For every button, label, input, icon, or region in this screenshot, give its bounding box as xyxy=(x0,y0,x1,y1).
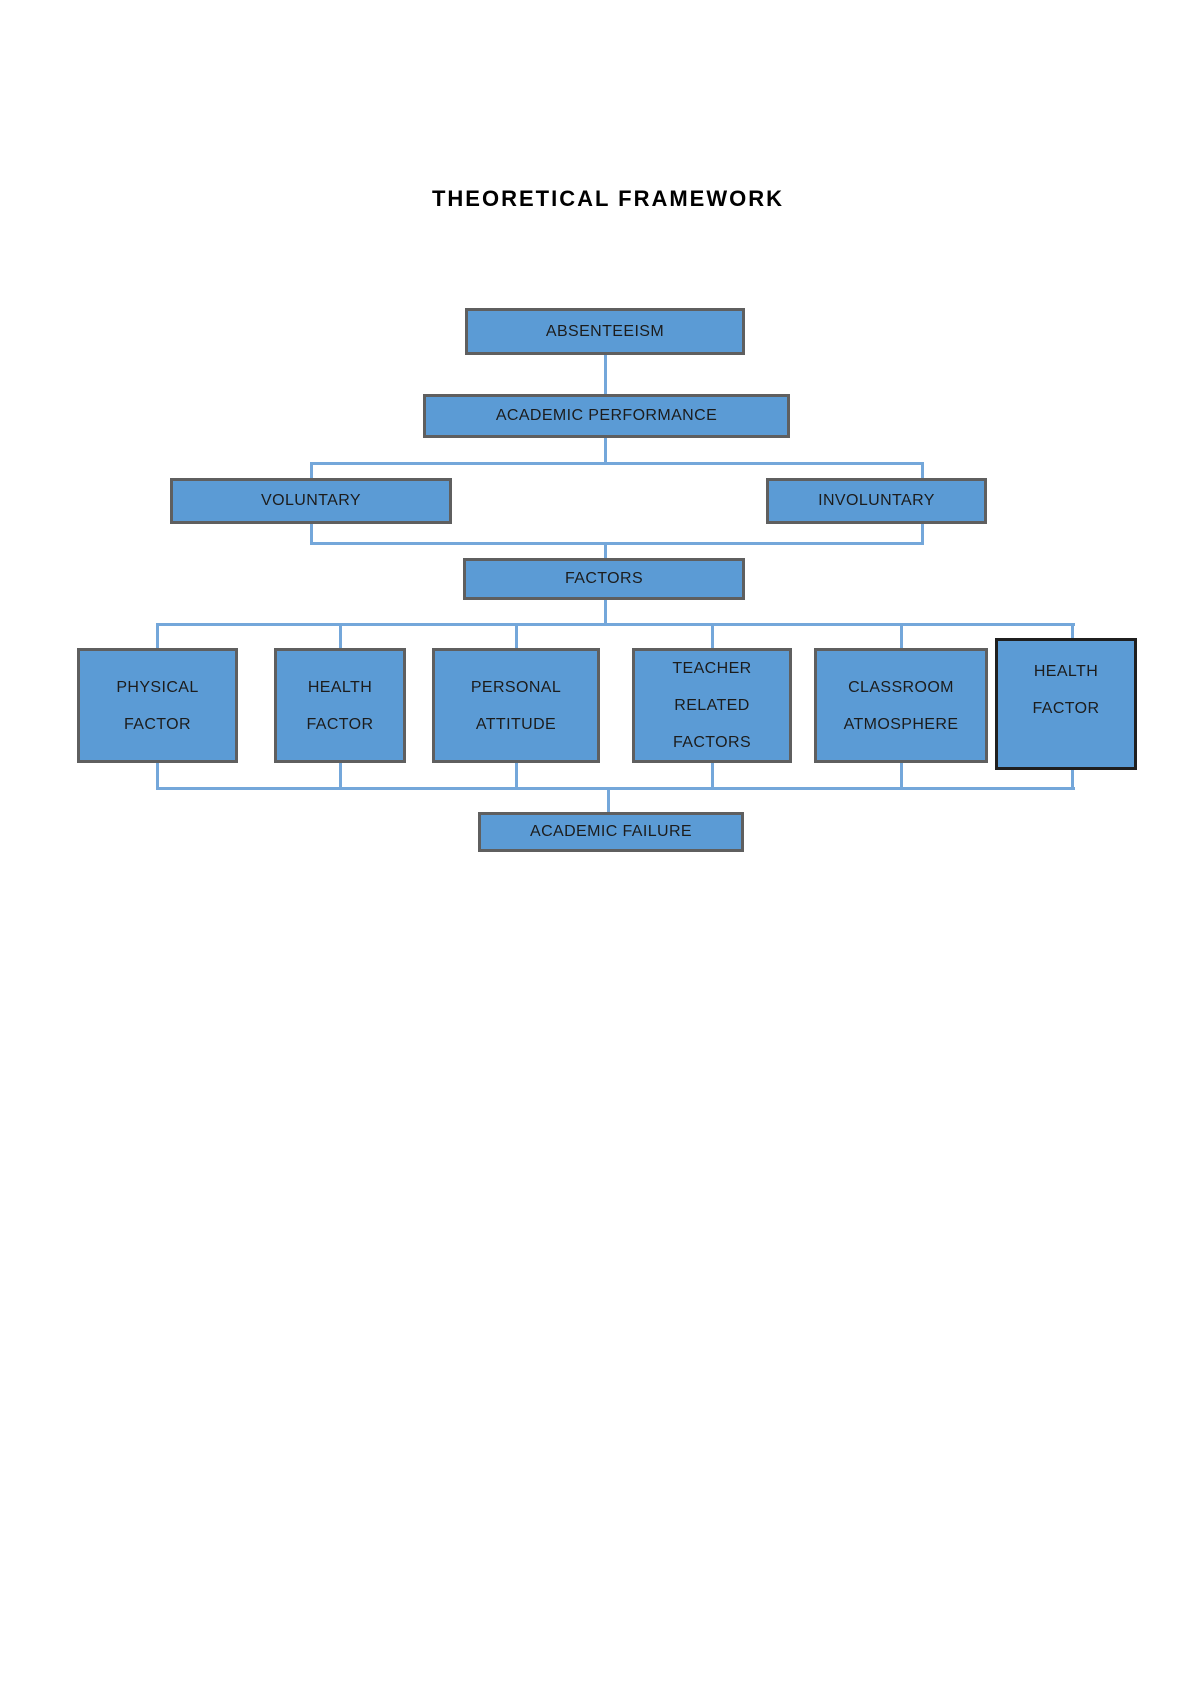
node-academic-performance: ACADEMIC PERFORMANCE xyxy=(423,394,790,438)
node-personal-attitude-line1: PERSONAL xyxy=(470,678,562,696)
connector-factors-stem xyxy=(604,542,607,558)
connector-drop-involuntary xyxy=(921,462,924,478)
node-teacher-related-line3: FACTORS xyxy=(672,734,752,751)
connector-drop-f3 xyxy=(515,623,518,648)
connector-failure-rail xyxy=(156,787,1075,790)
node-voluntary-label: VOLUNTARY xyxy=(261,492,361,509)
connector-performance-stem xyxy=(604,438,607,464)
node-physical-factor-line1: PHYSICAL xyxy=(116,678,199,696)
node-classroom-atmosphere-line1: CLASSROOM xyxy=(848,678,954,696)
node-health-factor-1-line1: HEALTH xyxy=(307,678,373,696)
node-teacher-related-line2: RELATED xyxy=(674,697,750,714)
connector-up-f3 xyxy=(515,763,518,787)
node-absenteeism-label: ABSENTEEISM xyxy=(545,322,665,340)
connector-up-f4 xyxy=(711,763,714,787)
node-personal-attitude: PERSONAL ATTITUDE xyxy=(432,648,600,763)
connector-absenteeism-performance xyxy=(604,355,607,394)
node-academic-performance-label: ACADEMIC PERFORMANCE xyxy=(495,407,718,424)
connector-up-f1 xyxy=(156,763,159,787)
connector-factors-down xyxy=(604,600,607,623)
node-personal-attitude-line2: ATTITUDE xyxy=(475,715,557,733)
node-absenteeism: ABSENTEEISM xyxy=(465,308,745,355)
node-factors-label: FACTORS xyxy=(564,570,644,587)
connector-drop-f4 xyxy=(711,623,714,648)
connector-drop-f6 xyxy=(1071,623,1074,638)
node-health-factor-1-line2: FACTOR xyxy=(306,715,374,733)
connector-failure-stem xyxy=(607,787,610,812)
connector-voluntary-down xyxy=(310,524,313,545)
node-teacher-related-line1: TEACHER xyxy=(672,660,752,677)
node-classroom-atmosphere: CLASSROOM ATMOSPHERE xyxy=(814,648,988,763)
node-health-factor-1: HEALTH FACTOR xyxy=(274,648,406,763)
connector-involuntary-down xyxy=(921,524,924,545)
connector-merge-rail xyxy=(310,542,924,545)
connector-up-f6 xyxy=(1071,770,1074,787)
connector-drop-f2 xyxy=(339,623,342,648)
node-teacher-related-factors: TEACHER RELATED FACTORS xyxy=(632,648,792,763)
connector-factors-rail xyxy=(156,623,1075,626)
node-voluntary: VOLUNTARY xyxy=(170,478,452,524)
node-health-factor-2-line1: HEALTH xyxy=(1033,663,1099,680)
node-academic-failure: ACADEMIC FAILURE xyxy=(478,812,744,852)
connector-split-rail-top xyxy=(310,462,924,465)
node-physical-factor-line2: FACTOR xyxy=(123,715,191,733)
node-classroom-atmosphere-line2: ATMOSPHERE xyxy=(843,715,959,733)
node-involuntary: INVOLUNTARY xyxy=(766,478,987,524)
connector-up-f2 xyxy=(339,763,342,787)
node-health-factor-2: HEALTH FACTOR xyxy=(995,638,1137,770)
connector-drop-f5 xyxy=(900,623,903,648)
node-health-factor-2-line2: FACTOR xyxy=(1032,700,1100,717)
connector-drop-voluntary xyxy=(310,462,313,478)
connector-drop-f1 xyxy=(156,623,159,648)
node-factors: FACTORS xyxy=(463,558,745,600)
page-title: THEORETICAL FRAMEWORK xyxy=(431,186,785,211)
node-physical-factor: PHYSICAL FACTOR xyxy=(77,648,238,763)
connector-up-f5 xyxy=(900,763,903,787)
node-academic-failure-label: ACADEMIC FAILURE xyxy=(530,823,692,840)
node-involuntary-label: INVOLUNTARY xyxy=(818,492,935,509)
